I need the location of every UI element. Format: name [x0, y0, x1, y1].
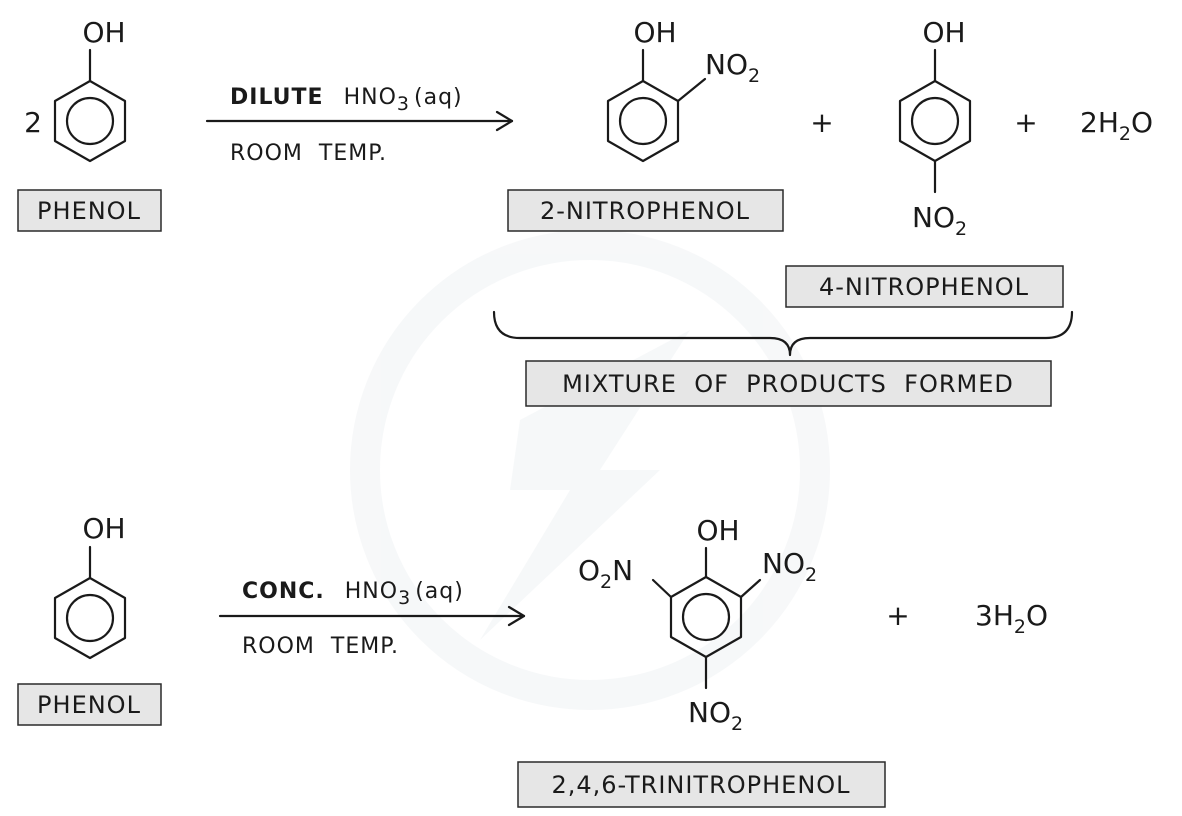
trinitrophenol-label-box — [517, 761, 886, 808]
water-2h2o: 2H2O — [1080, 106, 1153, 145]
watermark-logo — [350, 230, 830, 710]
product-brace — [492, 310, 1074, 357]
nitrophenol-4-oh: OH — [922, 16, 965, 49]
mixture-label: MIXTURE OF PRODUCTS FORMED — [562, 370, 1014, 398]
nitrophenol-2-no2: NO2 — [705, 48, 760, 87]
phenol-label-1: PHENOL — [37, 197, 141, 225]
phenol-label-box-1 — [17, 189, 162, 232]
phenol-label-2: PHENOL — [37, 691, 141, 719]
coefficient-2: 2 — [24, 106, 42, 139]
nitrophenol-4-ring — [898, 48, 972, 194]
plus-sign-3: + — [886, 599, 909, 632]
plus-sign-1: + — [810, 106, 833, 139]
reaction-arrow-1 — [205, 110, 514, 132]
condition-dilute: DILUTE HNO3(aq) — [230, 85, 463, 115]
trinitrophenol-ring — [651, 546, 762, 690]
phenol-ring-1 — [53, 48, 127, 163]
phenol-oh-1: OH — [82, 16, 125, 49]
trinitrophenol-left-no2: O2N — [578, 554, 633, 593]
condition-room-temp-1: ROOM TEMP. — [230, 141, 387, 166]
nitrophenol-2-oh: OH — [633, 16, 676, 49]
condition-room-temp-2: ROOM TEMP. — [242, 634, 399, 659]
trinitrophenol-bottom-no2: NO2 — [688, 696, 743, 735]
trinitrophenol-right-no2: NO2 — [762, 547, 817, 586]
nitrophenol-4-no2: NO2 — [912, 201, 967, 240]
nitrophenol-2-ring — [606, 48, 707, 163]
phenol-ring-2 — [53, 545, 127, 660]
trinitrophenol-oh: OH — [696, 514, 739, 547]
mixture-label-box — [525, 360, 1052, 407]
phenol-oh-2: OH — [82, 512, 125, 545]
trinitrophenol-label: 2,4,6-TRINITROPHENOL — [551, 771, 850, 799]
nitrophenol-2-label: 2-NITROPHENOL — [540, 197, 750, 225]
plus-sign-2: + — [1014, 106, 1037, 139]
water-3h2o: 3H2O — [975, 599, 1048, 638]
nitrophenol-2-label-box — [507, 189, 784, 232]
reaction-arrow-2 — [218, 605, 526, 627]
nitrophenol-4-label-box — [785, 265, 1064, 308]
phenol-label-box-2 — [17, 683, 162, 726]
nitrophenol-4-label: 4-NITROPHENOL — [819, 273, 1029, 301]
condition-conc: CONC. HNO3(aq) — [242, 579, 464, 609]
